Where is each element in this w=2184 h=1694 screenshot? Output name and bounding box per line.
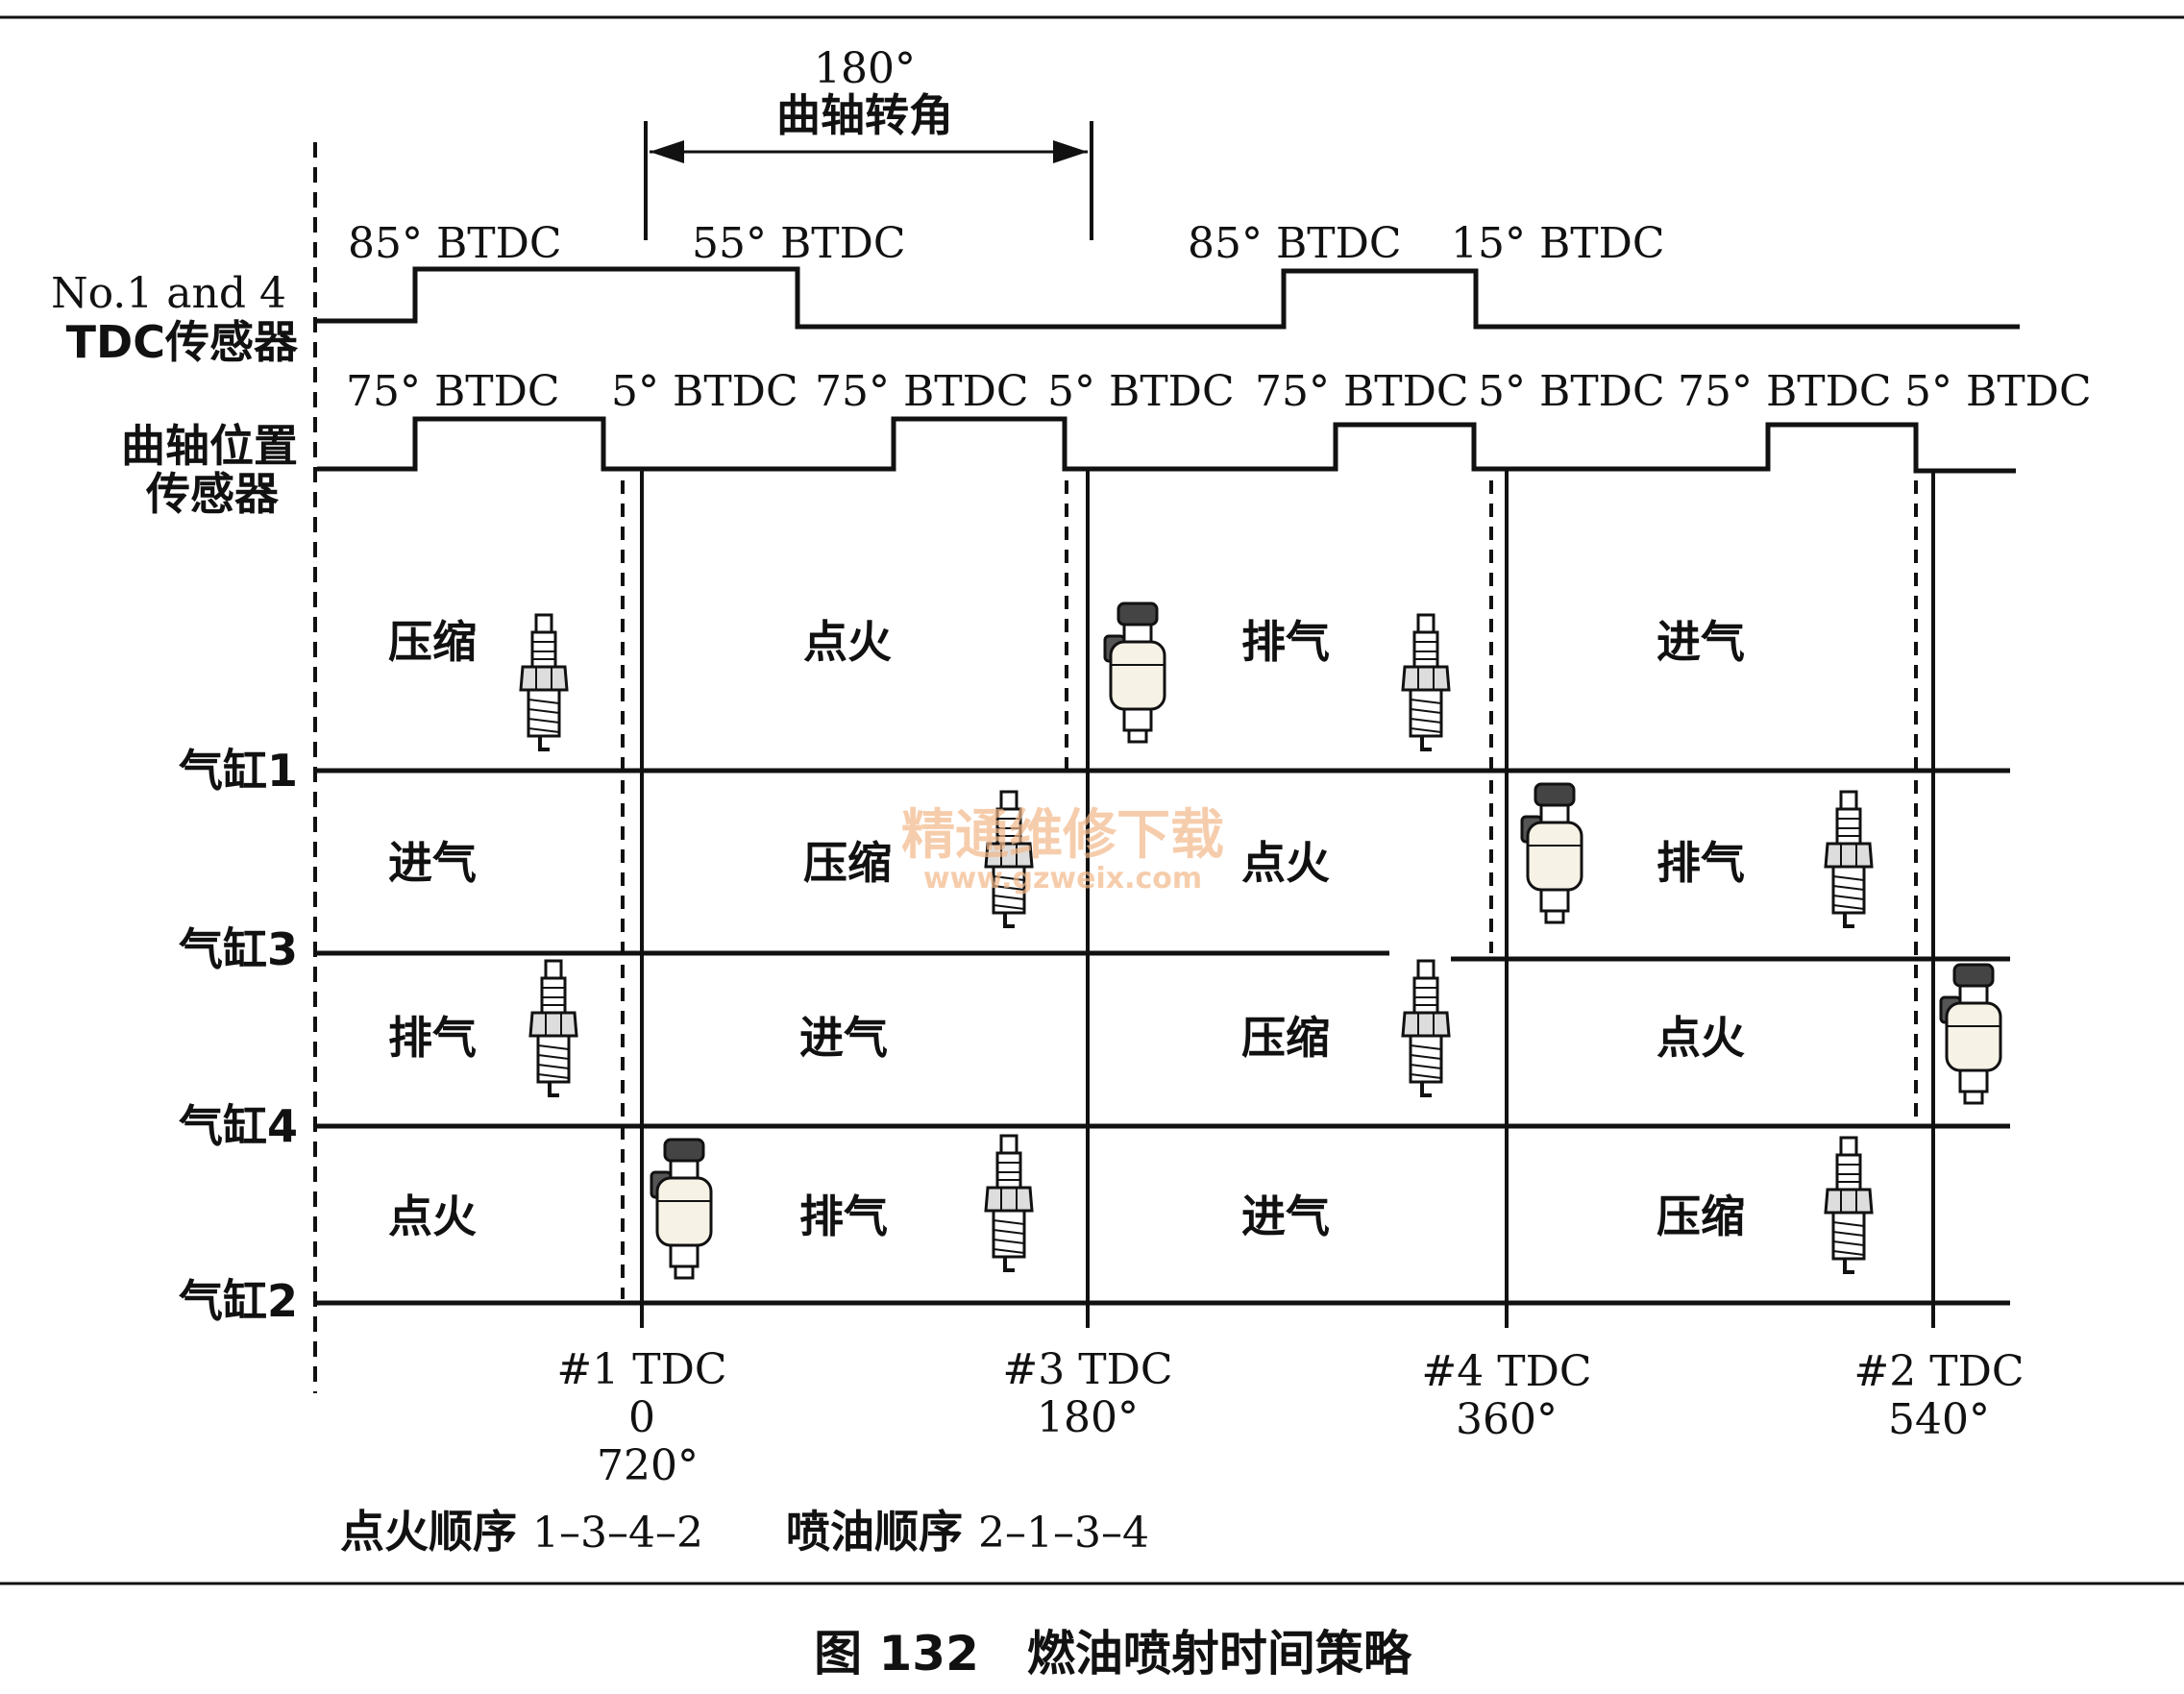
- crank-marker-6: 5° BTDC: [1478, 367, 1665, 416]
- crank-sensor-waveform: [317, 416, 2016, 474]
- spark-plug-icon: [1401, 959, 1451, 1097]
- cylinder2-label: 气缸2: [179, 1275, 298, 1327]
- crank-sensor-label-line2: 传感器: [145, 468, 280, 520]
- tdc1-name: #1 TDC: [556, 1345, 726, 1394]
- span-label: 曲轴转角: [776, 89, 953, 141]
- cyl1-stroke-4: 进气: [1656, 616, 1745, 668]
- cylinder3-label: 气缸3: [179, 923, 298, 975]
- tdc4-name: #4 TDC: [1421, 1347, 1591, 1396]
- watermark-line2: www.gzweix.com: [923, 862, 1202, 896]
- crank-marker-8: 5° BTDC: [1904, 367, 2092, 416]
- tdc1-degree-a: 0: [628, 1393, 655, 1442]
- crank-marker-3: 75° BTDC: [815, 367, 1029, 416]
- cyl4-stroke-3: 压缩: [1241, 1012, 1330, 1064]
- cyl3-stroke-4: 排气: [1656, 837, 1745, 889]
- fuel-injector-icon: [650, 1138, 713, 1280]
- crank-marker-1: 75° BTDC: [346, 367, 560, 416]
- tdc-marker-1: 85° BTDC: [348, 219, 562, 268]
- crank-marker-2: 5° BTDC: [611, 367, 798, 416]
- tdc3-degree: 180°: [1037, 1393, 1139, 1442]
- tdc-marker-3: 85° BTDC: [1188, 219, 1402, 268]
- tdc-sensor-label-line1: No.1 and 4: [51, 269, 286, 318]
- cyl2-stroke-4: 压缩: [1656, 1191, 1745, 1242]
- cyl1-stroke-1: 压缩: [388, 616, 477, 668]
- watermark-line1: 精通维修下载: [901, 804, 1224, 867]
- cyl3-stroke-2: 压缩: [803, 837, 892, 889]
- cylinder4-label: 气缸4: [179, 1100, 298, 1152]
- spark-plug-icon: [984, 1134, 1034, 1272]
- cylinder1-label: 气缸1: [179, 745, 298, 797]
- crank-marker-7: 75° BTDC: [1678, 367, 1892, 416]
- tdc-marker-2: 55° BTDC: [692, 219, 906, 268]
- crank-marker-4: 5° BTDC: [1047, 367, 1235, 416]
- tdc-sensor-label-line2: TDC传感器: [66, 316, 299, 368]
- tdc4-degree: 360°: [1456, 1395, 1558, 1444]
- cyl3-stroke-1: 进气: [388, 837, 477, 889]
- crank-marker-5: 75° BTDC: [1255, 367, 1469, 416]
- spark-plug-icon: [519, 613, 569, 751]
- tdc1-degree-b: 720°: [597, 1441, 699, 1490]
- cyl2-stroke-1: 点火: [388, 1191, 477, 1242]
- cyl3-stroke-3: 点火: [1241, 837, 1330, 889]
- cyl2-stroke-3: 进气: [1241, 1191, 1330, 1242]
- tdc2-degree: 540°: [1888, 1395, 1990, 1444]
- fuel-injector-icon: [1103, 601, 1166, 744]
- spark-plug-icon: [1401, 613, 1451, 751]
- spark-plug-icon: [1824, 790, 1874, 928]
- cyl4-stroke-2: 进气: [799, 1012, 888, 1064]
- spark-plug-icon: [1824, 1136, 1874, 1274]
- cyl1-stroke-2: 点火: [803, 616, 892, 668]
- fuel-injector-icon: [1520, 782, 1583, 924]
- spark-plug-icon: [528, 959, 578, 1097]
- figure-caption: 图 132 燃油喷射时间策略: [814, 1626, 1412, 1682]
- cyl1-stroke-3: 排气: [1241, 616, 1330, 668]
- tdc2-name: #2 TDC: [1853, 1347, 2024, 1396]
- fuel-injector-icon: [1939, 963, 2002, 1105]
- span-arrowhead-right: [1053, 140, 1088, 163]
- tdc-marker-4: 15° BTDC: [1451, 219, 1665, 268]
- cyl4-stroke-1: 排气: [388, 1012, 477, 1064]
- crank-sensor-label-line1: 曲轴位置: [121, 420, 298, 472]
- tdc-sensor-waveform: [317, 266, 2020, 330]
- tdc3-name: #3 TDC: [1002, 1345, 1172, 1394]
- span-degrees: 180°: [814, 44, 916, 93]
- cyl4-stroke-4: 点火: [1656, 1012, 1745, 1064]
- span-arrowhead-left: [650, 140, 684, 163]
- cyl2-stroke-2: 排气: [799, 1191, 888, 1242]
